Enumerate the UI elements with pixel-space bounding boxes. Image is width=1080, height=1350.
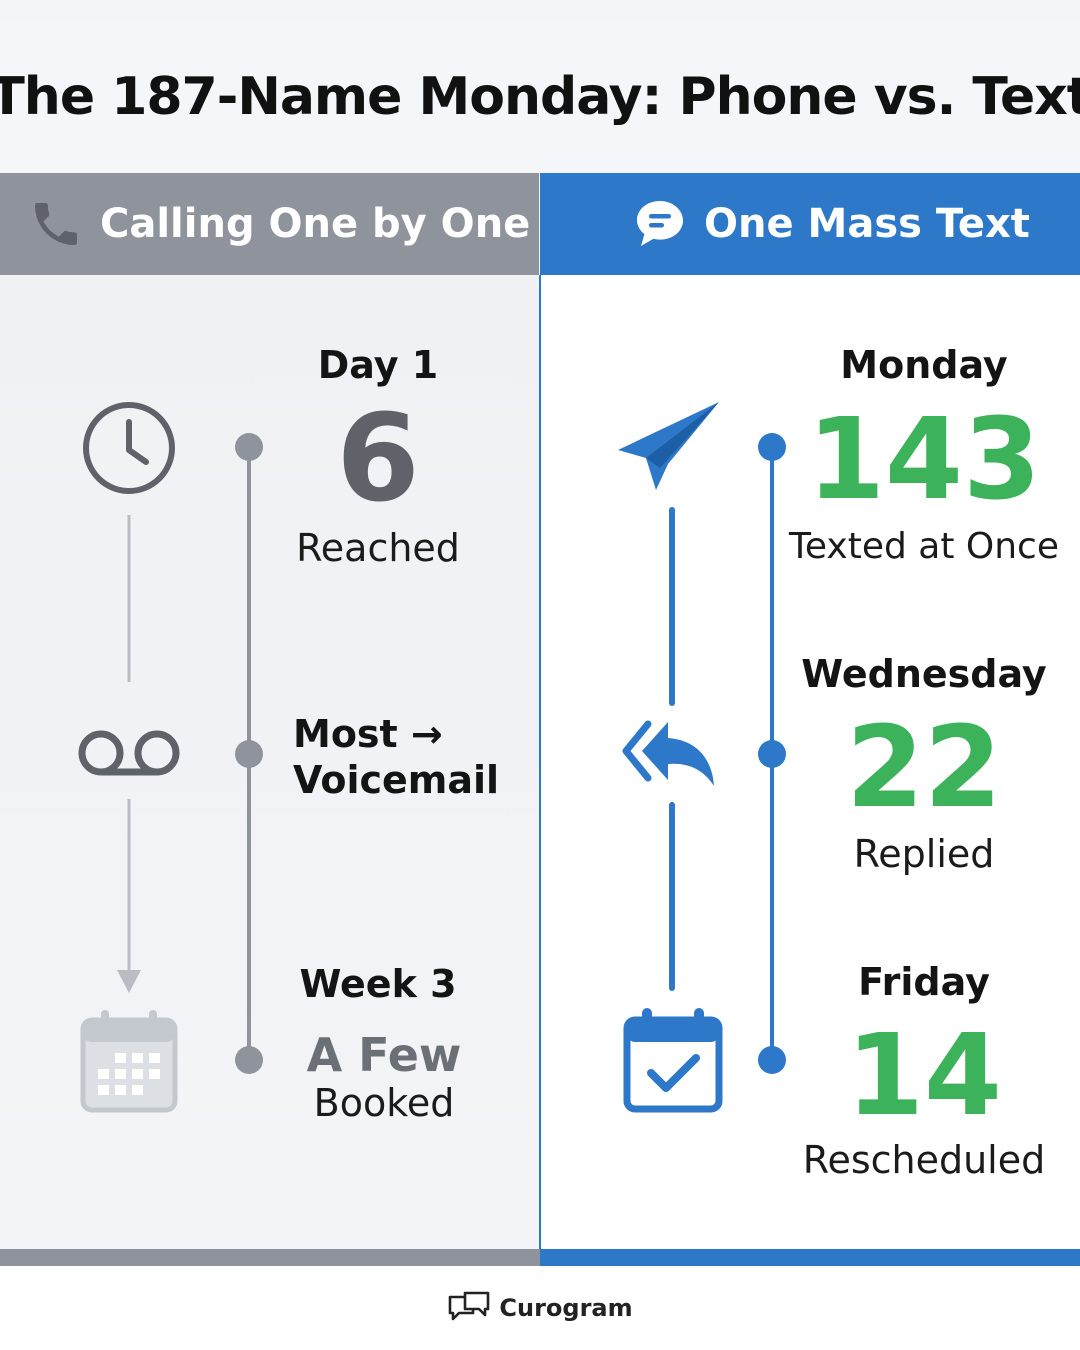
texting-stage-3-value: 14 — [846, 1011, 1002, 1141]
paper-plane-icon — [618, 402, 719, 490]
texting-bottom-bar — [540, 1249, 1080, 1266]
calling-stage-1-label: Day 1 — [317, 343, 439, 387]
calling-arrow-head — [117, 970, 141, 993]
texting-timeline-dot-3 — [758, 1046, 786, 1074]
texting-stage-2-value: 22 — [846, 703, 1002, 833]
header-texting: One Mass Text — [540, 173, 1080, 275]
calling-timeline-dot-2 — [235, 740, 263, 768]
page-title: The 187-Name Monday: Phone vs. Text — [0, 67, 1080, 127]
calling-stage-2-text-line1: Most → — [293, 712, 443, 756]
center-divider — [539, 275, 541, 1249]
calling-stage-1-value: 6 — [336, 390, 420, 529]
texting-stage-2-text: Replied — [853, 832, 995, 876]
calendar-check-icon — [623, 1008, 723, 1113]
texting-stage-3-label: Friday — [858, 960, 990, 1004]
header-calling-label: Calling One by One — [100, 201, 531, 247]
header-texting-label: One Mass Text — [704, 201, 1030, 247]
phone-icon — [35, 203, 77, 245]
texting-stage-1-label: Monday — [840, 343, 1008, 387]
calling-timeline-dot-3 — [235, 1046, 263, 1074]
calling-stage-1-text: Reached — [296, 526, 460, 570]
texting-timeline-dot-1 — [758, 433, 786, 461]
calling-stage-3-value-line2: Booked — [313, 1081, 455, 1125]
header-calling: Calling One by One — [0, 173, 539, 275]
texting-stage-1-value: 143 — [807, 395, 1041, 525]
footer-brand: Curogram — [499, 1294, 633, 1322]
clock-icon — [83, 402, 175, 494]
title-area: The 187-Name Monday: Phone vs. Text — [0, 22, 1080, 172]
footer: Curogram — [0, 1266, 1080, 1350]
calling-connectors — [117, 433, 263, 1074]
reply-all-icon — [622, 720, 714, 786]
texting-stage-3-text: Rescheduled — [802, 1138, 1046, 1182]
texting-stage-1-text: Texted at Once — [789, 526, 1059, 567]
texting-connectors — [669, 433, 786, 1074]
texting-stage-2-label: Wednesday — [801, 652, 1047, 696]
calling-stage-3-label: Week 3 — [299, 962, 457, 1006]
texting-timeline-dot-2 — [758, 740, 786, 768]
calling-stage-2-text-line2: Voicemail — [293, 758, 500, 802]
voicemail-icon — [78, 730, 180, 776]
calendar-icon — [80, 1010, 178, 1113]
chat-logo-icon — [449, 1291, 490, 1321]
calling-timeline-dot-1 — [235, 433, 263, 461]
chat-bubble-icon — [637, 201, 683, 246]
calling-bottom-bar — [0, 1249, 540, 1266]
calling-stage-3-value-line1: A Few — [306, 1028, 462, 1082]
